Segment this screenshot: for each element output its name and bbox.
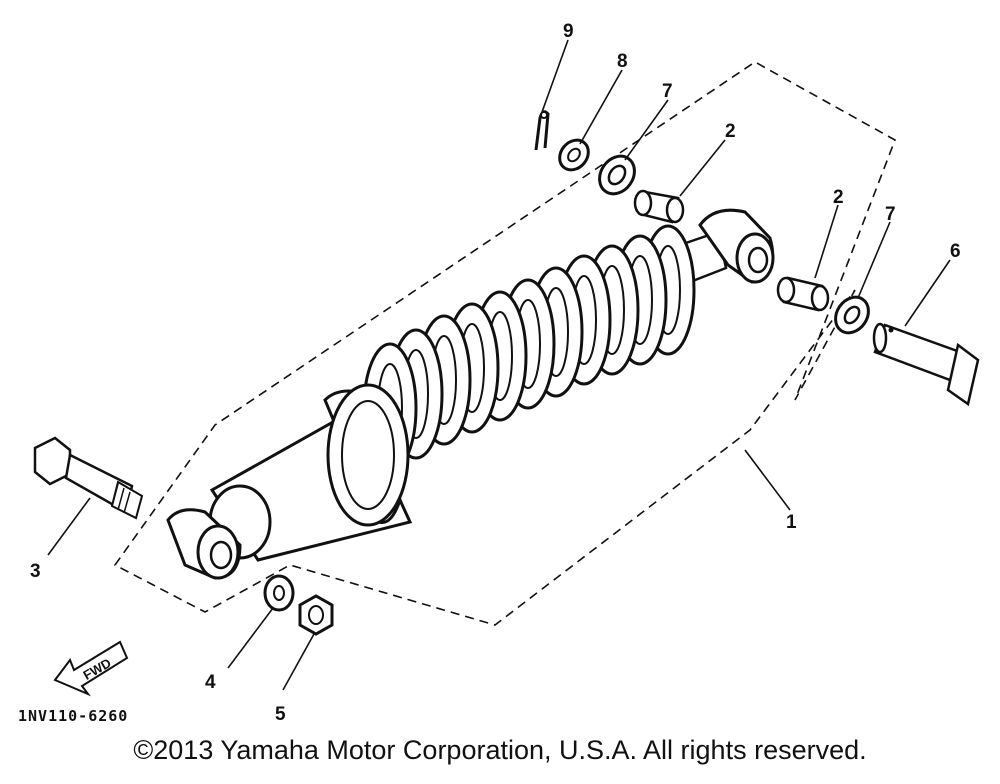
washer-4 — [263, 574, 295, 612]
coil-spring — [362, 224, 696, 474]
oil-seal-upper — [598, 154, 636, 196]
bolt — [33, 436, 144, 520]
spring-seat — [323, 383, 410, 527]
leader-lines — [47, 39, 951, 691]
lower-mount-eye — [166, 508, 242, 580]
shock-absorber — [166, 208, 775, 580]
callout-8: 8 — [617, 51, 628, 72]
mounting-pin — [872, 322, 980, 407]
collar-upper — [633, 189, 685, 224]
copyright-notice: ©2013 Yamaha Motor Corporation, U.S.A. A… — [133, 735, 867, 765]
callout-4: 4 — [205, 672, 216, 693]
fwd-arrow-icon: FWD — [53, 640, 129, 697]
callout-1: 1 — [786, 512, 797, 533]
washer-8 — [558, 138, 590, 172]
callout-5: 5 — [275, 704, 286, 725]
callout-6: 6 — [950, 241, 961, 262]
callout-7-lower: 7 — [885, 204, 896, 225]
callout-2-upper: 2 — [725, 121, 736, 142]
callout-3: 3 — [30, 561, 41, 582]
assembly-boundary — [113, 61, 896, 626]
callout-2-lower: 2 — [833, 187, 844, 208]
nut — [298, 594, 334, 636]
callout-7-upper: 7 — [662, 81, 673, 102]
collar-lower — [776, 276, 830, 312]
cotter-pin — [534, 110, 550, 151]
callout-9: 9 — [563, 21, 574, 42]
oil-seal-lower — [834, 295, 870, 335]
diagram-code: 1NV110-6260 — [18, 707, 128, 725]
upper-mount-eye — [698, 208, 775, 284]
